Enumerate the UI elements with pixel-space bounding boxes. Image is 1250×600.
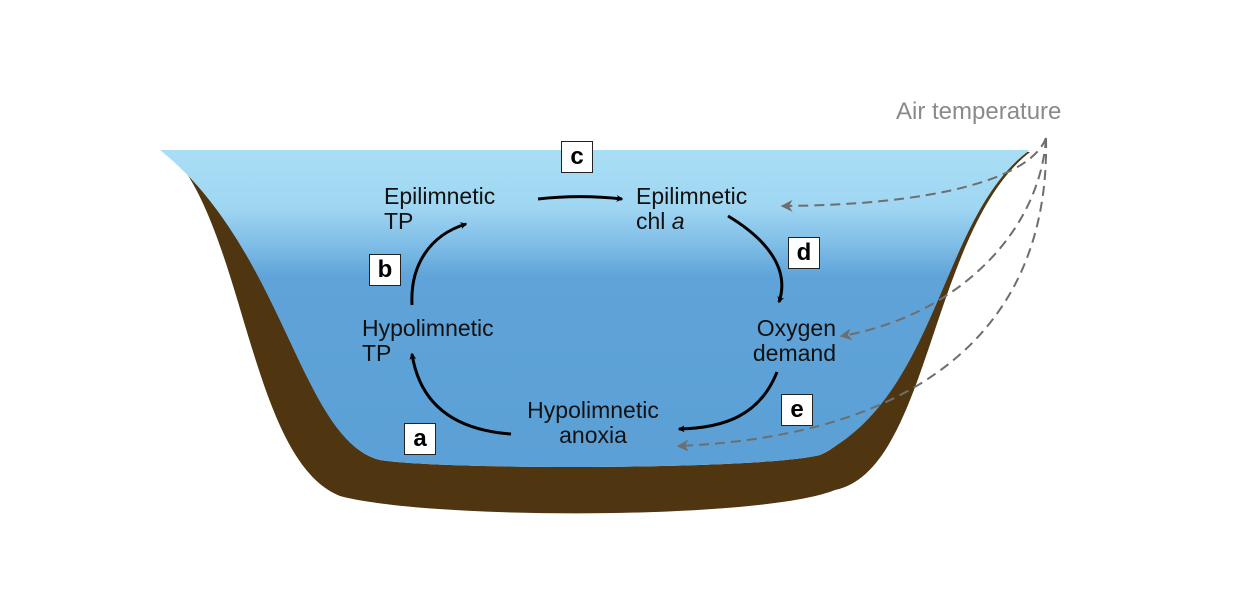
air-temperature-label: Air temperature xyxy=(896,98,1062,125)
lake-water xyxy=(160,150,1030,467)
air-temp-arrow-anoxia xyxy=(676,137,1048,452)
arrow-a xyxy=(409,352,512,436)
node-hypolimnetic-tp: Hypolimnetic TP xyxy=(362,316,494,366)
node-hypolimnetic-anoxia: Hypolimnetic anoxia xyxy=(510,398,676,448)
link-tag-a: a xyxy=(404,423,436,455)
node-hypolimnetic-tp-line1: Hypolimnetic xyxy=(362,315,494,341)
air-temp-arrow-chl xyxy=(780,137,1047,212)
arrow-b xyxy=(410,222,468,306)
node-epilimnetic-chl-line2: chl a xyxy=(636,209,747,234)
node-epilimnetic-tp: Epilimnetic TP xyxy=(384,184,495,234)
arrow-e xyxy=(677,371,779,433)
node-epilimnetic-chl-line1: Epilimnetic xyxy=(636,183,748,209)
arrow-c xyxy=(537,194,624,202)
node-oxygen-demand: Oxygen demand xyxy=(720,316,836,366)
arrow-d xyxy=(727,214,785,304)
node-hypolimnetic-anoxia-line1: Hypolimnetic xyxy=(527,397,659,423)
node-oxygen-demand-line2: demand xyxy=(752,340,836,366)
node-epilimnetic-chl: Epilimnetic chl a xyxy=(636,184,747,234)
node-epilimnetic-chl-line2-a: a xyxy=(671,208,685,234)
node-hypolimnetic-anoxia-line2: anoxia xyxy=(559,422,627,448)
link-tag-d: d xyxy=(788,237,820,269)
node-epilimnetic-tp-line1: Epilimnetic xyxy=(384,183,496,209)
node-oxygen-demand-line1: Oxygen xyxy=(756,315,836,341)
node-epilimnetic-tp-line2: TP xyxy=(384,208,414,234)
node-epilimnetic-chl-line2-chl: chl xyxy=(636,208,666,234)
link-tag-c: c xyxy=(561,141,593,173)
air-temp-arrow-oxygen xyxy=(839,137,1047,341)
link-tag-b: b xyxy=(369,254,401,286)
node-hypolimnetic-tp-line2: TP xyxy=(362,340,392,366)
link-tag-e: e xyxy=(781,394,813,426)
